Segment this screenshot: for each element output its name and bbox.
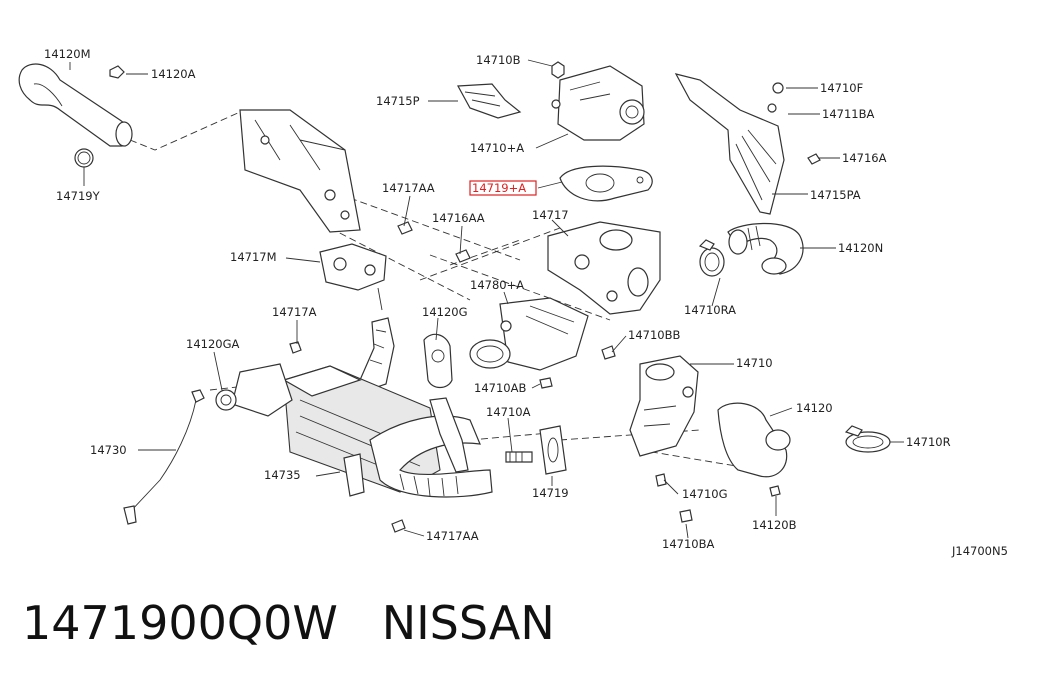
gasket-14719 — [539, 425, 567, 475]
leader-lines — [69, 59, 904, 539]
sensor-probe-14730 — [123, 389, 205, 525]
hose-14120m — [18, 63, 133, 168]
label-14710ra: 14710RA — [684, 303, 736, 317]
part-caption: 1471900Q0W NISSAN — [22, 596, 555, 650]
flex-pipe — [369, 397, 493, 498]
bolt-14710a — [505, 451, 533, 463]
diagram-code: J14700N5 — [951, 544, 1008, 558]
label-14710: 14710 — [736, 356, 773, 370]
label-14716a: 14716A — [842, 151, 887, 165]
egr-valve-14710 — [629, 355, 699, 457]
sensor-14717m — [319, 243, 395, 391]
label-14717aa-top: 14717AA — [382, 181, 435, 195]
bracket-14715p — [457, 83, 522, 119]
label-14120m: 14120M — [44, 47, 91, 61]
label-14710bb: 14710BB — [628, 328, 680, 342]
label-14710b: 14710B — [476, 53, 521, 67]
fasteners — [289, 153, 821, 533]
label-14120a: 14120A — [151, 67, 196, 81]
label-14719: 14719 — [532, 486, 569, 500]
gasket-14719-a — [559, 165, 653, 202]
egr-valve-top — [551, 61, 645, 141]
label-14120: 14120 — [796, 401, 833, 415]
label-14717: 14717 — [532, 208, 569, 222]
bracket-assembly — [239, 109, 361, 233]
label-14717aa-bottom: 14717AA — [426, 529, 479, 543]
label-14710ab: 14710AB — [474, 381, 526, 395]
egr-body-14717 — [547, 221, 661, 315]
label-14719y: 14719Y — [56, 189, 101, 203]
label-14719-a: 14719+A — [472, 181, 526, 195]
hose-14120 — [717, 402, 791, 478]
highlight-box — [469, 180, 537, 196]
part-labels: 14120M 14120A 14719Y 14710B 14715P 14710… — [44, 47, 1008, 558]
label-14716aa: 14716AA — [432, 211, 485, 225]
label-14120g: 14120G — [422, 305, 468, 319]
label-14730: 14730 — [90, 443, 127, 457]
label-14735: 14735 — [264, 468, 301, 482]
actuator-14780-a — [469, 297, 589, 371]
label-14120ga: 14120GA — [186, 337, 239, 351]
brand-name: NISSAN — [381, 596, 555, 650]
label-14715pa: 14715PA — [810, 188, 861, 202]
label-14715p: 14715P — [376, 94, 420, 108]
label-14120b: 14120B — [752, 518, 797, 532]
label-14710g: 14710G — [682, 487, 728, 501]
label-14710a: 14710A — [486, 405, 531, 419]
part-number: 1471900Q0W — [22, 596, 338, 650]
label-14717a: 14717A — [272, 305, 317, 319]
label-14710ba: 14710BA — [662, 537, 714, 551]
label-14710f: 14710F — [820, 81, 863, 95]
gasket-14120g — [423, 333, 453, 389]
label-14120n: 14120N — [838, 241, 883, 255]
label-14710r: 14710R — [906, 435, 951, 449]
hose-14120n — [727, 222, 804, 275]
clamp-14710r — [844, 425, 891, 453]
label-14780-a: 14780+A — [470, 278, 524, 292]
heat-shield-14715pa — [674, 73, 785, 215]
label-14717m: 14717M — [230, 250, 277, 264]
label-14710-a: 14710+A — [470, 141, 524, 155]
label-14711ba: 14711BA — [822, 107, 874, 121]
clamp-14710ra — [698, 239, 725, 277]
